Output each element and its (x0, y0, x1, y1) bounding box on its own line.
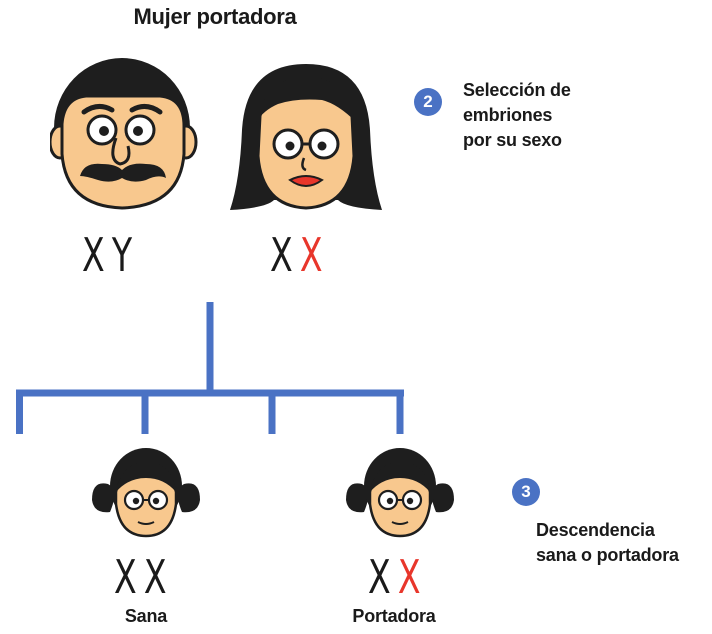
offspring-healthy-chromosomes: XX (114, 554, 174, 600)
offspring-carrier-chromosomes: XX (368, 554, 428, 600)
step-2-line: embriones (463, 105, 553, 125)
mother-chromosomes: XX (270, 232, 330, 278)
girl-face-healthy-icon (92, 448, 200, 538)
step-2-line: por su sexo (463, 130, 562, 150)
chromosome-x: X (270, 228, 300, 282)
chromosome-y: Y (111, 228, 140, 282)
father-chromosomes: XY (82, 232, 139, 278)
chromosome-x: X (82, 228, 112, 282)
step-3-line: Descendencia (536, 520, 655, 540)
diagram-title: Mujer portadora (133, 4, 297, 29)
carrier-chromosome-x: X (299, 228, 330, 282)
chromosome-x: X (368, 550, 398, 604)
offspring-healthy-label: Sana (124, 606, 168, 626)
step-2-text: Selección de embriones por su sexo (463, 78, 571, 153)
girl-face-carrier-icon (346, 448, 454, 538)
mother-face-icon (230, 64, 382, 210)
offspring-carrier-label: Portadora (352, 606, 436, 626)
father-face-icon (50, 58, 198, 210)
carrier-chromosome-x: X (397, 550, 428, 604)
step-3-line: sana o portadora (536, 545, 679, 565)
step-2-line: Selección de (463, 80, 571, 100)
step-3-badge: 3 (512, 478, 540, 506)
step-3-text: Descendencia sana o portadora (536, 518, 679, 568)
step-2-badge: 2 (414, 88, 442, 116)
chromosome-x: X (114, 550, 144, 604)
chromosome-x: X (143, 550, 174, 604)
